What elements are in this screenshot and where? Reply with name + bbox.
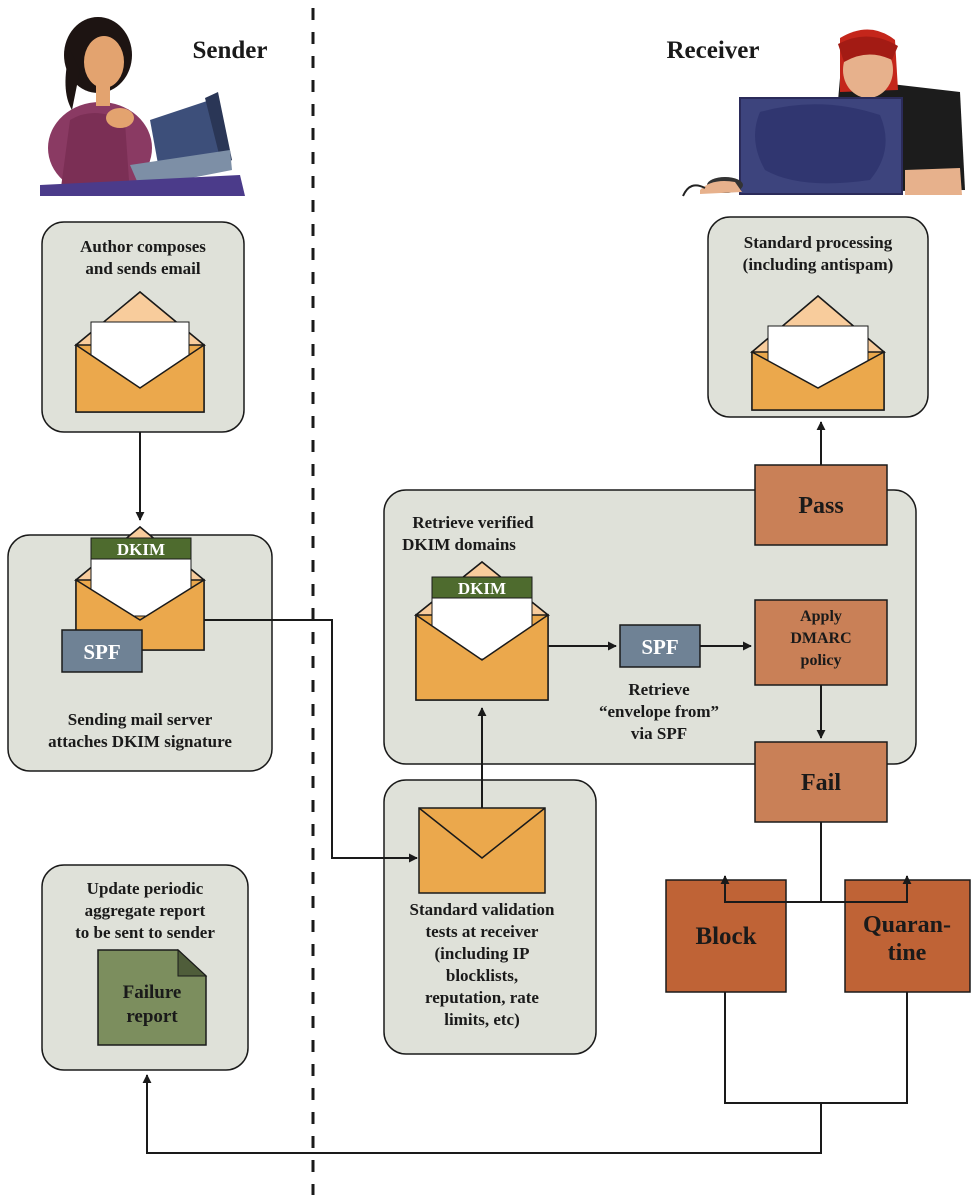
pass-box: [754, 464, 888, 546]
failure-report-line-2: report: [126, 1006, 178, 1027]
retrieve-spf-line-2: “envelope from”: [599, 702, 719, 721]
arrow-server-to-validation: [204, 619, 418, 863]
envelope-icon: [418, 807, 546, 894]
document-icon: [97, 948, 208, 1046]
update-report-line-2: aggregate report: [85, 901, 206, 920]
validation-line-3: (including IP: [435, 944, 530, 963]
quarantine-line-1: Quaran-: [863, 912, 951, 938]
apply-dmarc-line-2: DMARC: [790, 630, 851, 647]
envelope-icon: [413, 561, 551, 701]
receiver-illustration: [682, 29, 965, 197]
failure-report-line-1: Failure: [123, 982, 182, 1003]
dkim-label: DKIM: [117, 540, 165, 559]
receiver-label: Receiver: [667, 37, 760, 64]
retrieve-dkim-line-1: Retrieve verified: [412, 513, 534, 532]
retrieve-spf-line-1: Retrieve: [628, 680, 690, 699]
dkim-tag: [431, 576, 533, 599]
block-label: Block: [695, 923, 756, 950]
spf-label: SPF: [641, 635, 678, 659]
update-report-line-1: Update periodic: [87, 879, 204, 898]
apply-dmarc-line-3: policy: [801, 652, 842, 669]
validation-line-5: reputation, rate: [425, 988, 539, 1007]
arrow-fail-to-block: [720, 875, 821, 903]
sending-server-line-2: attaches DKIM signature: [48, 732, 232, 751]
standard-processing-line-1: Standard processing: [744, 233, 893, 252]
retrieve-dkim-line-2: DKIM domains: [402, 535, 516, 554]
retrieve-spf-line-3: via SPF: [631, 724, 687, 743]
fail-label: Fail: [801, 770, 841, 796]
envelope-icon: [749, 295, 887, 411]
spf-tag: [61, 629, 143, 673]
validation-line-4: blocklists,: [446, 966, 518, 985]
arrow-fail-to-quarantine: [821, 875, 912, 903]
sender-label: Sender: [193, 37, 268, 64]
spf-label: SPF: [83, 640, 120, 664]
apply-dmarc-box: [754, 599, 888, 686]
apply-dmarc-line-1: Apply: [800, 608, 842, 625]
validation-line-2: tests at receiver: [426, 922, 539, 941]
dkim-tag: [90, 537, 192, 560]
standard-processing-line-2: (including antispam): [743, 255, 894, 274]
sender-illustration: [40, 17, 245, 196]
validation-line-1: Standard validation: [409, 900, 555, 919]
update-report-line-3: to be sent to sender: [75, 923, 215, 942]
pass-label: Pass: [798, 493, 843, 519]
arrow-to-failure-report: [142, 1074, 822, 1154]
validation-line-6: limits, etc): [444, 1010, 520, 1029]
quarantine-line-2: tine: [888, 940, 927, 966]
fail-box: [754, 741, 888, 823]
author-line-2: and sends email: [85, 259, 201, 278]
dkim-label: DKIM: [458, 579, 506, 598]
envelope-icon: [61, 526, 207, 673]
spf-tag: [619, 624, 701, 668]
connectors: [135, 421, 912, 1154]
sending-server-line-1: Sending mail server: [68, 710, 213, 729]
author-line-1: Author composes: [80, 237, 206, 256]
envelope-icon: [73, 291, 207, 413]
line-block-quarantine-join: [724, 992, 908, 1104]
